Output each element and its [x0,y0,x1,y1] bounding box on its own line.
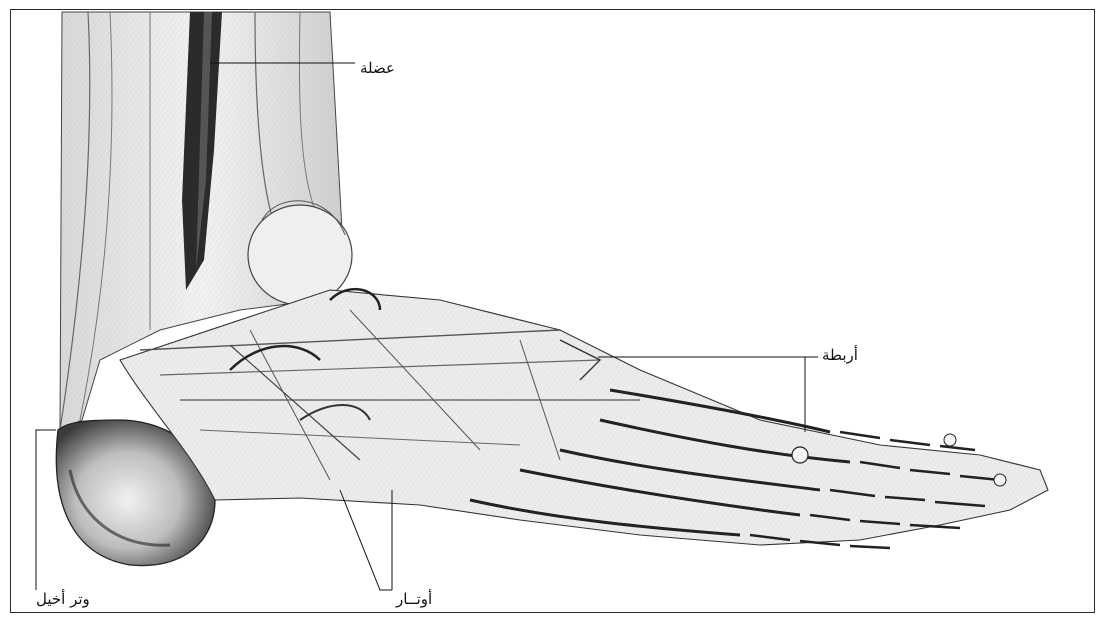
tendons-leader [340,490,392,590]
achilles-leader [36,430,56,590]
label-achilles-tendon: وتر أخيل [36,592,90,607]
label-tendons: أوتــار [396,592,432,607]
label-ligaments: أربطة [822,348,858,363]
foot-body [120,289,1048,545]
label-muscle: عضلة [360,61,395,76]
